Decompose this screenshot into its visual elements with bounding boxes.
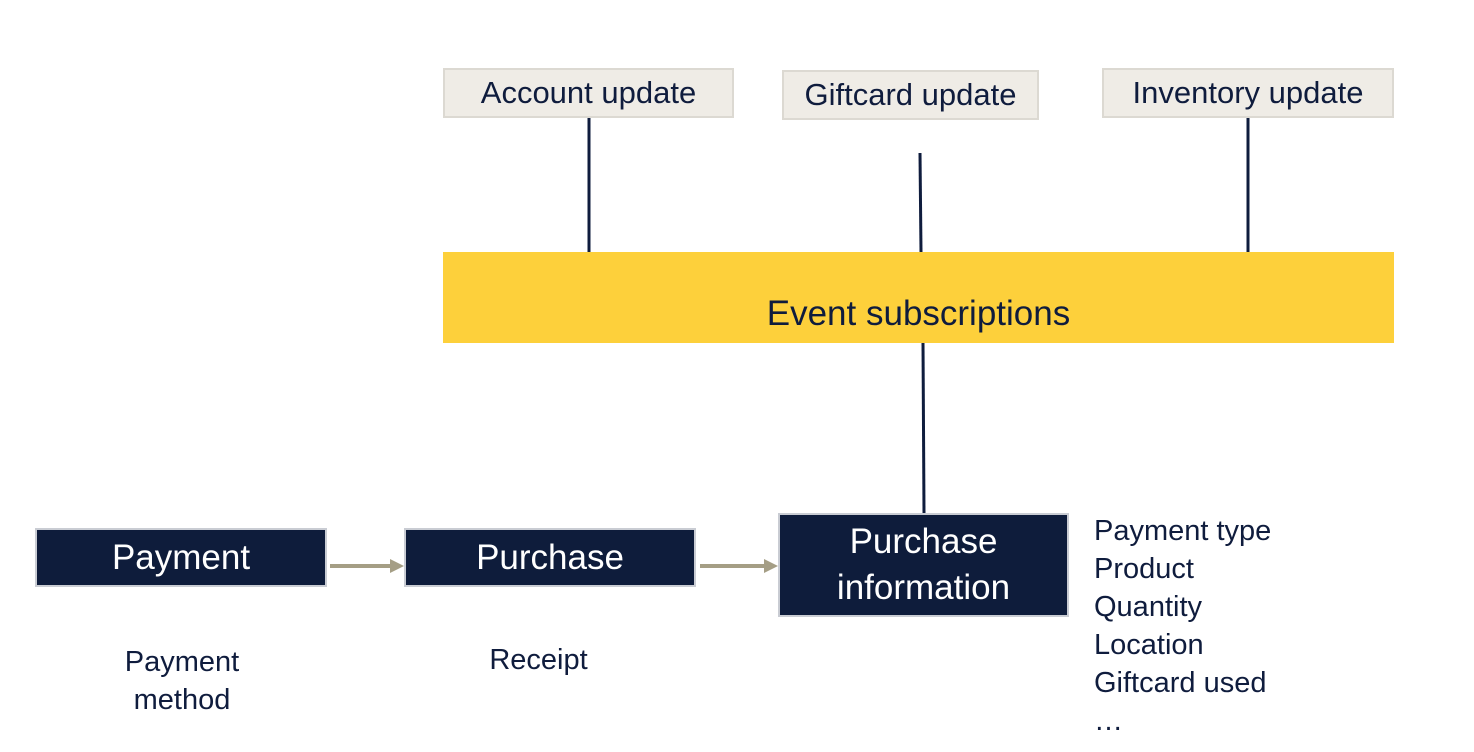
giftcard-connector bbox=[918, 152, 923, 253]
event-subscriptions-band: Event subscriptions bbox=[443, 252, 1394, 343]
payment-method-caption-line1: Payment bbox=[124, 646, 240, 678]
purchase-attribute-list: Payment type Product Quantity Location G… bbox=[1094, 512, 1271, 740]
giftcard-update-box: Giftcard update bbox=[782, 70, 1039, 120]
attribute-item: … bbox=[1094, 705, 1123, 737]
attribute-item: Product bbox=[1094, 553, 1194, 585]
giftcard-update-label: Giftcard update bbox=[804, 77, 1017, 112]
attribute-item: Giftcard used bbox=[1094, 667, 1267, 699]
purchase-info-connector bbox=[921, 342, 926, 514]
attribute-item: Quantity bbox=[1094, 591, 1202, 623]
purchase-information-label-line1: Purchase bbox=[849, 522, 998, 561]
purchase-information-box: Purchase information bbox=[778, 513, 1069, 617]
event-subscriptions-label: Event subscriptions bbox=[766, 293, 1071, 333]
payment-method-caption-line2: method bbox=[133, 684, 231, 716]
purchase-label: Purchase bbox=[476, 537, 624, 577]
inventory-update-label: Inventory update bbox=[1132, 75, 1364, 110]
payment-method-caption: Payment method bbox=[98, 643, 266, 719]
attribute-item: Payment type bbox=[1094, 515, 1272, 547]
receipt-caption: Receipt bbox=[489, 644, 588, 676]
arrow-purchase-to-info bbox=[700, 559, 778, 573]
arrow-payment-to-purchase bbox=[330, 559, 404, 573]
attribute-item: Location bbox=[1094, 629, 1204, 661]
payment-label: Payment bbox=[111, 537, 251, 577]
account-update-label: Account update bbox=[480, 75, 697, 110]
account-update-box: Account update bbox=[443, 68, 734, 118]
purchase-box: Purchase bbox=[404, 528, 696, 587]
inventory-update-box: Inventory update bbox=[1102, 68, 1394, 118]
payment-box: Payment bbox=[35, 528, 327, 587]
purchase-information-label-line2: information bbox=[836, 568, 1011, 607]
